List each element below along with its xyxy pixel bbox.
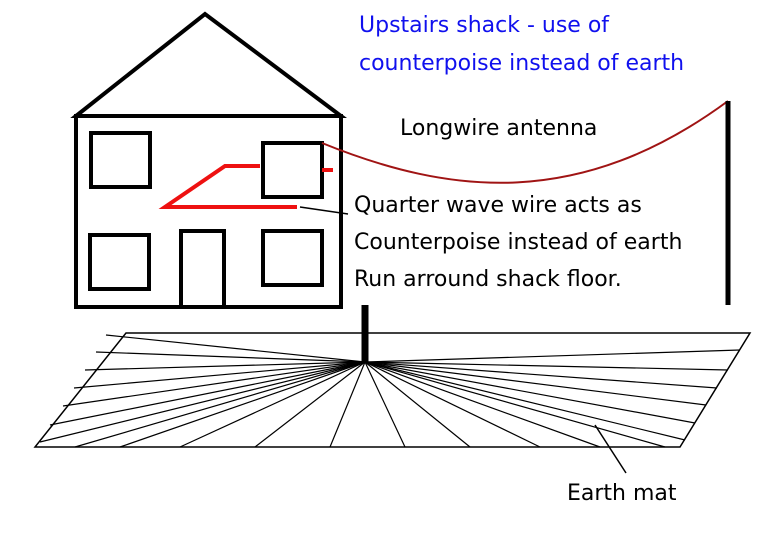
earth-mat-radial xyxy=(105,334,366,363)
earth-mat xyxy=(33,332,752,448)
house-roof xyxy=(70,11,347,118)
earth-mat-radial xyxy=(364,361,707,406)
diagram-title-line-1: Upstairs shack - use of xyxy=(359,13,610,38)
earth-mat-radial xyxy=(364,361,666,448)
earth-mat-radial xyxy=(364,361,541,448)
counterpoise-label-line-1: Quarter wave wire acts as xyxy=(354,193,642,218)
earth-mat-radial xyxy=(364,361,601,448)
earth-mat-radial xyxy=(39,361,366,443)
earth-mat-radial xyxy=(179,361,366,448)
earth-mat-radial xyxy=(364,361,471,448)
earth-mat-radial xyxy=(84,361,366,371)
diagram-title-line-2: counterpoise instead of earth xyxy=(359,51,685,76)
earth-mat-radial xyxy=(49,361,366,426)
earth-mat-radial xyxy=(95,351,366,363)
earth-mat-label: Earth mat xyxy=(567,481,677,506)
downstairs-left-window xyxy=(88,233,151,291)
longwire-antenna xyxy=(321,100,729,184)
earth-mat-radial xyxy=(73,361,366,389)
antenna-label: Longwire antenna xyxy=(400,116,598,141)
counterpoise-label-line-3: Run arround shack floor. xyxy=(354,267,622,292)
downstairs-right-window xyxy=(261,229,324,287)
earth-mat-radial xyxy=(364,361,406,448)
earth-mat-radial xyxy=(74,361,366,448)
earth-mat-radial xyxy=(329,361,366,448)
house-door xyxy=(179,229,226,309)
counterpoise-wire xyxy=(158,164,297,209)
earth-mat-radial xyxy=(254,361,366,448)
earth-mat-radial xyxy=(364,361,696,424)
earth-mat-pointer xyxy=(594,424,627,474)
earth-mat-radial xyxy=(364,361,686,441)
upstairs-left-window xyxy=(89,131,152,189)
earth-mat-radial xyxy=(62,361,366,407)
counterpoise-pointer xyxy=(299,206,349,215)
upstairs-shack-window xyxy=(261,141,324,199)
earth-mat-radial xyxy=(364,361,718,389)
earth-mat-radial xyxy=(364,361,729,371)
earth-mat-outline xyxy=(33,332,752,448)
earth-mat-radial xyxy=(119,361,366,448)
counterpoise-label-line-2: Counterpoise instead of earth xyxy=(354,230,683,255)
earth-mat-radial xyxy=(364,349,741,363)
